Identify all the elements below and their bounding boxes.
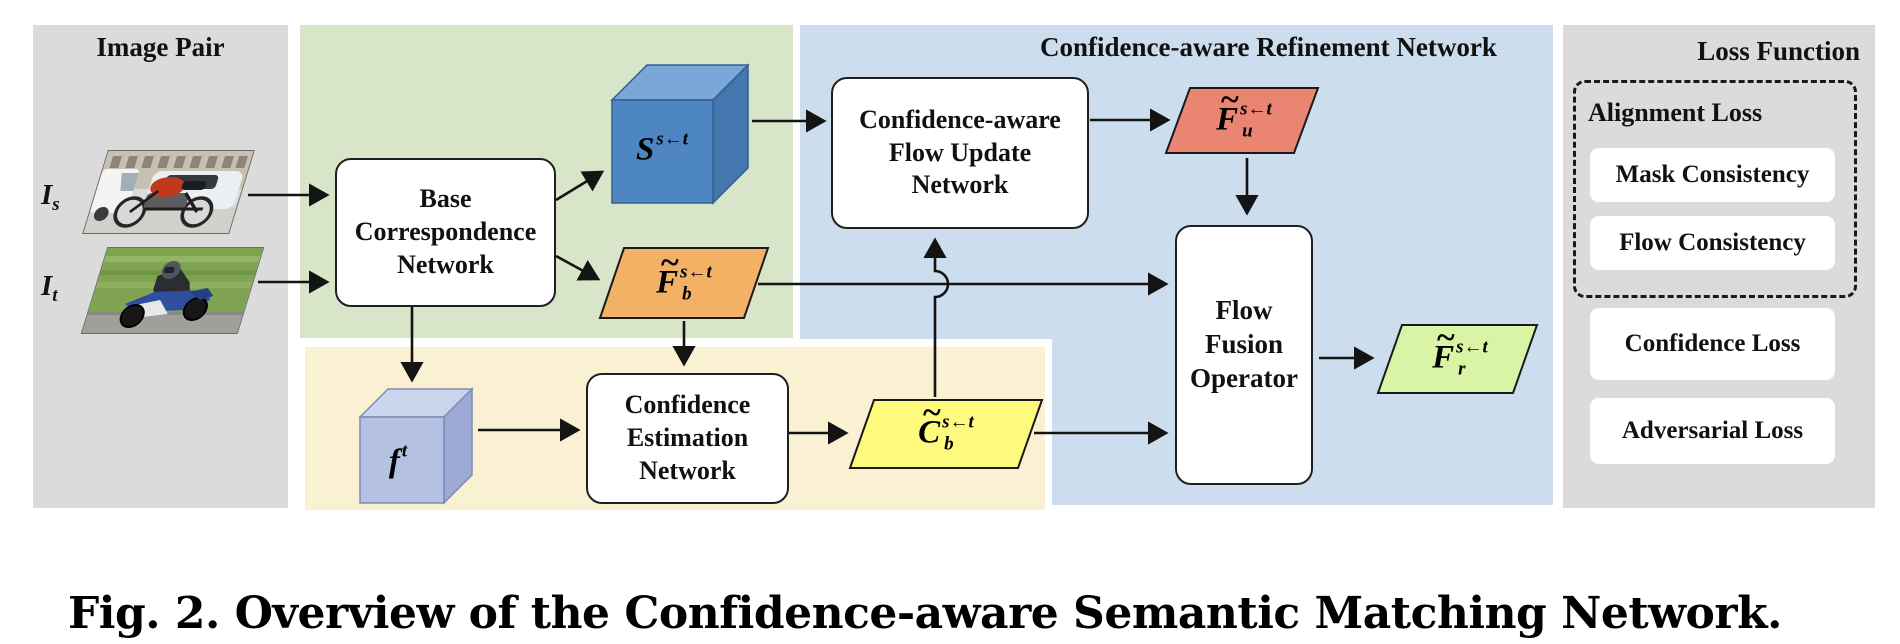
confidence-estimation-network-box: Confidence Estimation Network [586,373,789,504]
flow-base-parallelogram [598,247,770,319]
arrow-confidence-to-update-with-hop [923,237,950,397]
tilde: ~ [922,394,941,432]
box-line: Network [397,249,494,279]
superscript: s←t [942,411,974,433]
tilde: ~ [1220,81,1239,119]
box-line: Base [419,184,472,214]
box-line: Network [911,170,1009,200]
superscript: t [401,440,408,462]
confidence-loss-box: Confidence Loss [1590,308,1835,380]
box-line: Network [639,455,736,485]
flow-update-parallelogram [1164,87,1320,154]
flow-refined-parallelogram [1376,324,1539,394]
flow-fusion-operator-box: Flow Fusion Operator [1175,225,1313,485]
loss-function-title: Loss Function [1697,36,1860,66]
math-base: F~ [656,244,679,301]
street-motorcycle-illustration [83,151,254,233]
confidence-parallelogram [848,399,1044,469]
box-line: Correspondence [354,217,537,247]
superscript: s←t [1240,98,1272,120]
superscript: s←t [680,261,712,283]
score-tensor-label: S s←t [635,130,688,168]
refinement-network-title: Confidence-aware Refinement Network [1040,32,1497,62]
source-image-label: Is [41,179,60,215]
feature-tensor-label: f t [388,442,407,480]
source-image [82,150,255,234]
flow-consistency-box: Flow Consistency [1590,216,1835,270]
subscript: b [682,283,692,305]
image-pair-title: Image Pair [96,32,225,62]
racing-motorcycle-illustration [82,248,263,333]
math-base: S [635,131,655,168]
figure-caption: Fig. 2. Overview of the Confidence-aware… [68,588,1782,639]
arrow-base-to-flowbase [555,254,601,281]
alignment-loss-label: Alignment Loss [1588,98,1763,127]
subscript: r [1458,358,1466,380]
box-line: Confidence-aware [859,104,1061,134]
box-line: Fusion [1204,328,1284,359]
tilde: ~ [1436,319,1455,357]
tilde: ~ [660,244,679,282]
mask-consistency-box: Mask Consistency [1590,148,1835,202]
flow-update-network-box: Confidence-aware Flow Update Network [831,77,1089,229]
target-image-label: It [41,270,58,306]
box-line: Operator [1190,363,1298,393]
math-base: f [388,443,400,480]
superscript: s←t [1456,336,1488,358]
target-image [80,247,265,334]
box-line: Flow [1215,294,1273,325]
base-correspondence-network-box: Base Correspondence Network [335,158,556,307]
score-cube [610,63,750,205]
superscript: s←t [656,128,689,150]
box-line: Confidence [624,390,751,420]
alignment-loss-group [1573,80,1857,298]
math-base: F~ [1216,81,1239,138]
arrow-base-to-score [555,170,605,202]
math-base: C~ [918,394,941,451]
subscript: b [944,433,954,455]
adversarial-loss-box: Adversarial Loss [1590,398,1835,464]
box-line: Flow Update [888,137,1032,167]
box-line: Estimation [626,423,749,453]
feature-cube [358,387,474,505]
math-base: F~ [1432,319,1455,376]
subscript: u [1242,120,1253,142]
